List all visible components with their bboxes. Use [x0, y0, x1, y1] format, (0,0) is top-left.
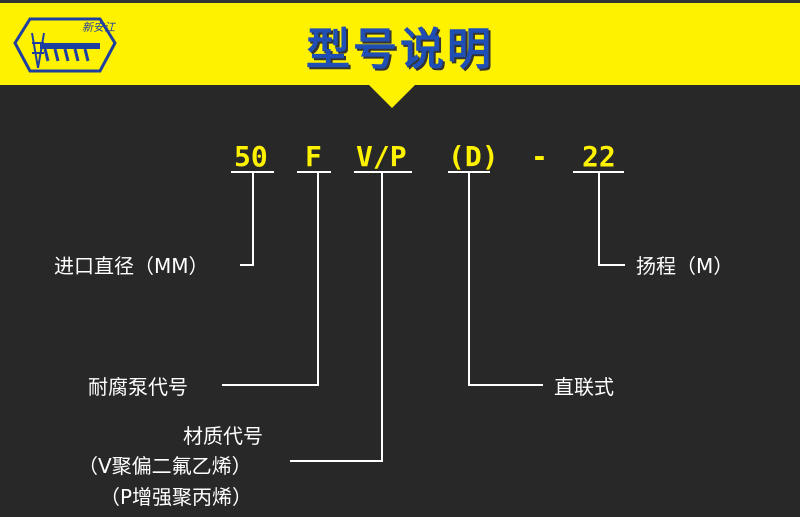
code-size: 50	[234, 140, 268, 173]
code-connection: (D)	[448, 140, 499, 173]
label-pump-code: 耐腐泵代号	[88, 375, 188, 399]
code-pump-type: F	[305, 140, 322, 173]
svg-text:新安江: 新安江	[82, 21, 116, 34]
code-material: V/P	[356, 140, 407, 173]
page-title: 型号说明	[306, 24, 494, 75]
header-banner: 新安江 型号说明	[0, 0, 800, 85]
line-size	[231, 171, 274, 266]
line-material	[290, 171, 412, 462]
code-dash: -	[531, 140, 548, 173]
banner-pointer	[368, 84, 416, 108]
line-head	[573, 171, 625, 266]
label-direct-coupled: 直联式	[554, 375, 614, 399]
company-logo: 新安江	[13, 17, 117, 73]
line-pump	[222, 171, 331, 386]
label-material-v: （V聚偏二氟乙烯）	[78, 454, 252, 478]
label-material-p: （P增强聚丙烯）	[100, 485, 253, 509]
line-direct	[448, 171, 543, 386]
label-head: 扬程（M）	[636, 254, 734, 278]
label-inlet-diameter: 进口直径（MM）	[54, 254, 209, 278]
label-material-code: 材质代号	[183, 424, 263, 448]
code-head: 22	[582, 140, 616, 173]
